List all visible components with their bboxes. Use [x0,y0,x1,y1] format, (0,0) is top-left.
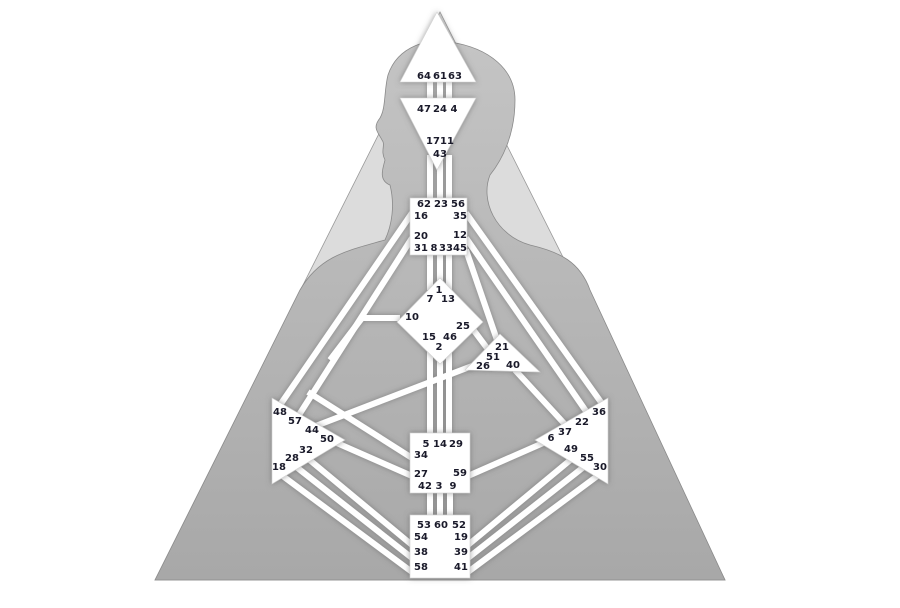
gate: 37 [558,427,572,438]
gate: 47 [417,104,431,115]
spleen-center [271,397,346,485]
gate: 54 [414,532,428,543]
gate: 53 [417,520,431,531]
gate: 42 [418,481,432,492]
gate: 55 [580,453,594,464]
gate: 20 [414,231,428,242]
gate: 23 [434,199,448,210]
gate: 3 [436,481,443,492]
gate: 14 [433,439,447,450]
gate: 13 [441,294,455,305]
gate: 51 [486,352,500,363]
channels [277,80,606,575]
heart-center [464,333,541,373]
g-center [396,277,484,365]
gate: 46 [443,332,457,343]
gate: 4 [451,104,458,115]
gate: 27 [414,469,428,480]
gate: 58 [414,562,428,573]
gate: 30 [593,462,607,473]
gate: 7 [427,294,434,305]
root-center [409,514,471,579]
gate: 25 [456,321,470,332]
gate: 36 [592,407,606,418]
gate: 15 [422,332,436,343]
gate: 28 [285,453,299,464]
gate: 8 [431,243,438,254]
gate: 33 [439,243,453,254]
gate: 52 [452,520,466,531]
gate: 35 [453,211,467,222]
gate: 26 [476,361,490,372]
gate: 1 [436,285,443,296]
gate: 41 [454,562,468,573]
gate: 9 [450,481,457,492]
gate: 21 [495,342,509,353]
gate: 31 [414,243,428,254]
gate: 32 [299,445,313,456]
gate: 59 [453,468,467,479]
gate: 11 [440,136,454,147]
gate: 61 [433,71,447,82]
gate: 56 [451,199,465,210]
gate: 50 [320,434,334,445]
gate: 62 [417,199,431,210]
gate: 16 [414,211,428,222]
gate: 43 [433,149,447,160]
solar-plexus-center [534,397,609,485]
gate: 2 [436,342,443,353]
head-center [399,11,477,83]
gate: 39 [454,547,468,558]
gate: 38 [414,547,428,558]
gate: 22 [575,417,589,428]
sacral-center [409,432,471,494]
gate: 18 [272,462,286,473]
gate: 44 [305,425,319,436]
gate: 19 [454,532,468,543]
ajna-center [399,97,477,171]
gate: 34 [414,450,428,461]
gate: 60 [434,520,448,531]
gate-labels: 64 61 63 47 24 4 17 11 43 62 23 56 16 35… [272,71,607,573]
gate: 49 [564,444,578,455]
gate: 12 [453,230,467,241]
gate: 10 [405,312,419,323]
gate: 63 [448,71,462,82]
gate: 57 [288,416,302,427]
throat-center [409,197,468,256]
gate: 45 [453,243,467,254]
gate: 5 [423,439,430,450]
gate: 48 [273,407,287,418]
gate: 24 [433,104,447,115]
gate: 6 [548,433,555,444]
gate: 17 [426,136,440,147]
gate: 29 [449,439,463,450]
gate: 40 [506,360,520,371]
gate: 64 [417,71,431,82]
